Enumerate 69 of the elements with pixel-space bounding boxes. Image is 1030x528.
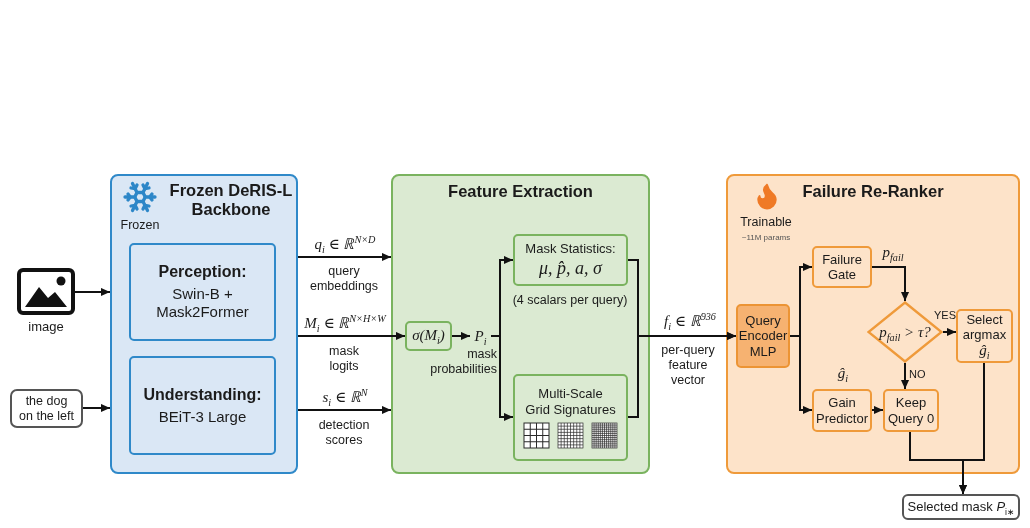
box-label: Select argmax bbox=[961, 311, 1008, 343]
arrow bbox=[871, 266, 910, 302]
arrow bbox=[909, 431, 968, 495]
icon-caption: Trainable bbox=[739, 215, 793, 230]
section-panel bbox=[110, 174, 298, 474]
process-box bbox=[129, 356, 276, 455]
prompt-box bbox=[10, 389, 83, 428]
process-box bbox=[129, 243, 276, 341]
box-label: the dog on the left bbox=[18, 393, 75, 424]
box-label: BEiT-3 Large bbox=[158, 407, 247, 426]
math-label: P$_{i}$ bbox=[470, 325, 491, 347]
signal-description: mask logits bbox=[328, 344, 360, 374]
signal-description: query embeddings bbox=[308, 264, 380, 294]
edge-label: f$_{i}$ ∈ ℝ$^{936}$ bbox=[663, 313, 717, 331]
math-label: σ(M$_{i}$) bbox=[412, 327, 445, 345]
box-label: Multi-Scale Grid Signatures bbox=[524, 386, 617, 417]
edge-label: s$_{i}$ ∈ ℝ$^{N}$ bbox=[321, 389, 369, 407]
signal-description: detection scores bbox=[317, 418, 371, 448]
process-box bbox=[812, 246, 872, 288]
arrow bbox=[942, 327, 957, 337]
edge-label: M$_{i}$ ∈ ℝ$^{N×H×W}$ bbox=[303, 315, 388, 333]
math-label: ĝ$_{i}$ bbox=[836, 365, 850, 383]
arrow bbox=[74, 287, 111, 297]
process-box bbox=[405, 321, 452, 351]
signal-description: per-query feature vector bbox=[660, 343, 716, 388]
panel-title: Frozen DeRIS-L Backbone bbox=[168, 181, 294, 220]
box-label: Swin-B + Mask2Former bbox=[155, 285, 250, 321]
arrow bbox=[900, 362, 910, 390]
process-box bbox=[513, 234, 628, 286]
section-panel bbox=[391, 174, 650, 474]
box-heading: Perception: bbox=[158, 263, 247, 283]
arrow bbox=[297, 252, 392, 262]
arrow bbox=[451, 331, 471, 341]
math-label: μ, p̂, a, σ bbox=[539, 258, 602, 280]
box-label: Keep Query 0 bbox=[886, 395, 936, 426]
box-label: Selected mask P$_{i∗}$ bbox=[907, 499, 1015, 515]
box-label: Failure Gate bbox=[821, 251, 863, 283]
caption-text: image bbox=[27, 319, 65, 335]
image-icon bbox=[17, 268, 75, 315]
math-label: ĝ$_{i}$ bbox=[979, 342, 990, 361]
process-box bbox=[956, 309, 1013, 363]
edge-label: q$_{i}$ ∈ ℝ$^{N×D}$ bbox=[313, 236, 377, 254]
box-label: Gain Predictor bbox=[815, 395, 869, 426]
arrow bbox=[789, 335, 813, 415]
box-label: Query Encoder MLP bbox=[738, 313, 788, 359]
arrow bbox=[82, 403, 111, 413]
box-heading: Understanding: bbox=[143, 385, 262, 405]
process-box bbox=[883, 389, 939, 432]
panel-title: Failure Re-Ranker bbox=[801, 182, 945, 202]
output-box bbox=[902, 494, 1020, 520]
section-panel bbox=[726, 174, 1020, 474]
panel-title: Feature Extraction bbox=[447, 182, 594, 202]
arrow bbox=[297, 405, 392, 415]
edge-label: YES bbox=[933, 309, 957, 322]
arrow bbox=[871, 405, 884, 415]
edge-label: p$_{fail}$ bbox=[881, 244, 905, 262]
caption-text: mask probabilities bbox=[429, 347, 497, 377]
process-box bbox=[736, 304, 790, 368]
math-label: p$_{fail}$ > τ? bbox=[879, 323, 931, 341]
process-box bbox=[812, 389, 872, 432]
arrow bbox=[297, 331, 406, 341]
icon-caption: Frozen bbox=[119, 218, 161, 233]
arrow bbox=[627, 331, 737, 418]
process-box bbox=[513, 374, 628, 461]
note-text: ~11M params bbox=[740, 233, 792, 243]
edge-label: NO bbox=[909, 368, 927, 381]
arrow bbox=[490, 335, 514, 422]
caption-text: (4 scalars per query) bbox=[511, 293, 629, 308]
box-label: Mask Statistics: bbox=[525, 240, 616, 257]
